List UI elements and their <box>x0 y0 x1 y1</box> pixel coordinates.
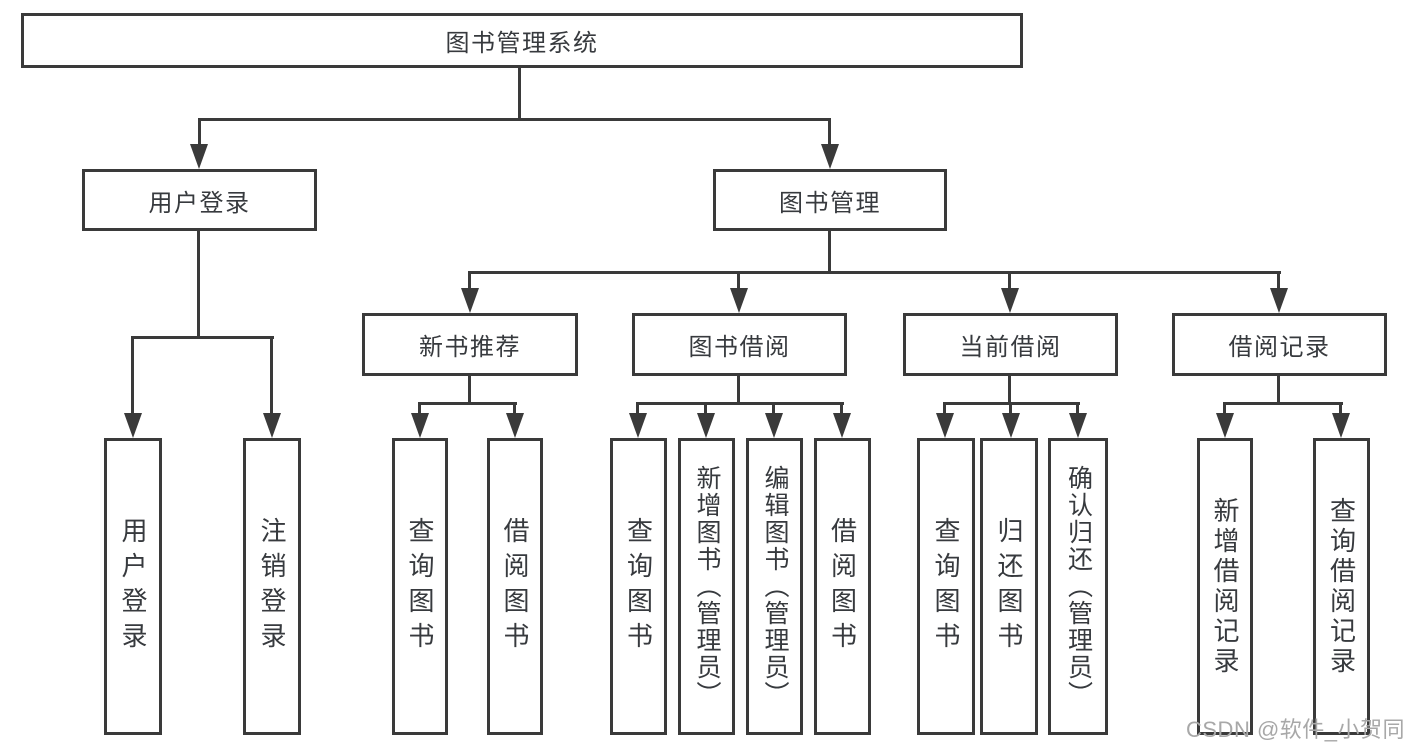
arrow-down-icon <box>936 413 954 438</box>
leaf-bb-edit-book-admin: 编辑图书（管理员） <box>746 438 803 735</box>
connector-line <box>513 402 516 415</box>
arrow-down-icon <box>1216 413 1234 438</box>
connector-line <box>1076 402 1079 415</box>
connector-line <box>636 402 844 405</box>
leaf-logout: 注销登录 <box>243 438 301 735</box>
connector-line <box>1008 376 1011 405</box>
connector-line <box>1339 402 1342 415</box>
leaf-br-query-record: 查询借阅记录 <box>1313 438 1370 735</box>
connector-line <box>468 376 471 405</box>
connector-line <box>468 271 1281 274</box>
connector-line <box>198 118 201 146</box>
connector-line <box>737 376 740 405</box>
connector-line <box>131 336 134 415</box>
leaf-bb-borrow-books: 借阅图书 <box>814 438 871 735</box>
leaf-cb-query-books: 查询图书 <box>917 438 975 735</box>
arrow-down-icon <box>821 144 839 169</box>
node-book-management: 图书管理 <box>713 169 947 231</box>
leaf-nb-borrow-books: 借阅图书 <box>487 438 543 735</box>
watermark-text: CSDN @软件_小贺同学 <box>1186 717 1405 742</box>
arrow-down-icon <box>833 413 851 438</box>
arrow-down-icon <box>1069 413 1087 438</box>
leaf-cb-confirm-return-admin: 确认归还（管理员） <box>1048 438 1108 735</box>
node-book-borrow: 图书借阅 <box>632 313 847 376</box>
leaf-cb-return-books: 归还图书 <box>980 438 1038 735</box>
connector-line <box>772 402 775 415</box>
connector-line <box>270 336 273 415</box>
connector-line <box>198 118 831 121</box>
connector-line <box>131 336 274 339</box>
connector-line <box>418 402 421 415</box>
arrow-down-icon <box>506 413 524 438</box>
connector-line <box>737 271 740 290</box>
arrow-down-icon <box>697 413 715 438</box>
node-library-system: 图书管理系统 <box>21 13 1023 68</box>
arrow-down-icon <box>1270 288 1288 313</box>
connector-line <box>1223 402 1343 405</box>
leaf-bb-query-books: 查询图书 <box>610 438 667 735</box>
arrow-down-icon <box>263 413 281 438</box>
connector-line <box>840 402 843 415</box>
arrow-down-icon <box>1332 413 1350 438</box>
connector-line <box>1223 402 1226 415</box>
connector-line <box>1008 271 1011 290</box>
connector-line <box>1277 271 1280 290</box>
connector-line <box>943 402 946 415</box>
connector-line <box>468 271 471 290</box>
connector-line <box>197 231 200 339</box>
arrow-down-icon <box>411 413 429 438</box>
arrow-down-icon <box>124 413 142 438</box>
leaf-br-add-record: 新增借阅记录 <box>1197 438 1253 735</box>
leaf-bb-add-book-admin: 新增图书（管理员） <box>678 438 735 735</box>
arrow-down-icon <box>1001 288 1019 313</box>
node-borrow-records: 借阅记录 <box>1172 313 1387 376</box>
arrow-down-icon <box>765 413 783 438</box>
arrow-down-icon <box>461 288 479 313</box>
connector-line <box>518 68 521 121</box>
connector-line <box>418 402 517 405</box>
node-new-book-recommend: 新书推荐 <box>362 313 578 376</box>
connector-line <box>1009 402 1012 415</box>
leaf-user-login: 用户登录 <box>104 438 162 735</box>
arrow-down-icon <box>1002 413 1020 438</box>
connector-line <box>1277 376 1280 405</box>
connector-line <box>636 402 639 415</box>
arrow-down-icon <box>190 144 208 169</box>
connector-line <box>828 118 831 146</box>
connector-line <box>704 402 707 415</box>
leaf-nb-query-books: 查询图书 <box>392 438 448 735</box>
node-user-login: 用户登录 <box>82 169 317 231</box>
node-current-borrow: 当前借阅 <box>903 313 1118 376</box>
connector-line <box>828 231 831 274</box>
arrow-down-icon <box>730 288 748 313</box>
arrow-down-icon <box>629 413 647 438</box>
